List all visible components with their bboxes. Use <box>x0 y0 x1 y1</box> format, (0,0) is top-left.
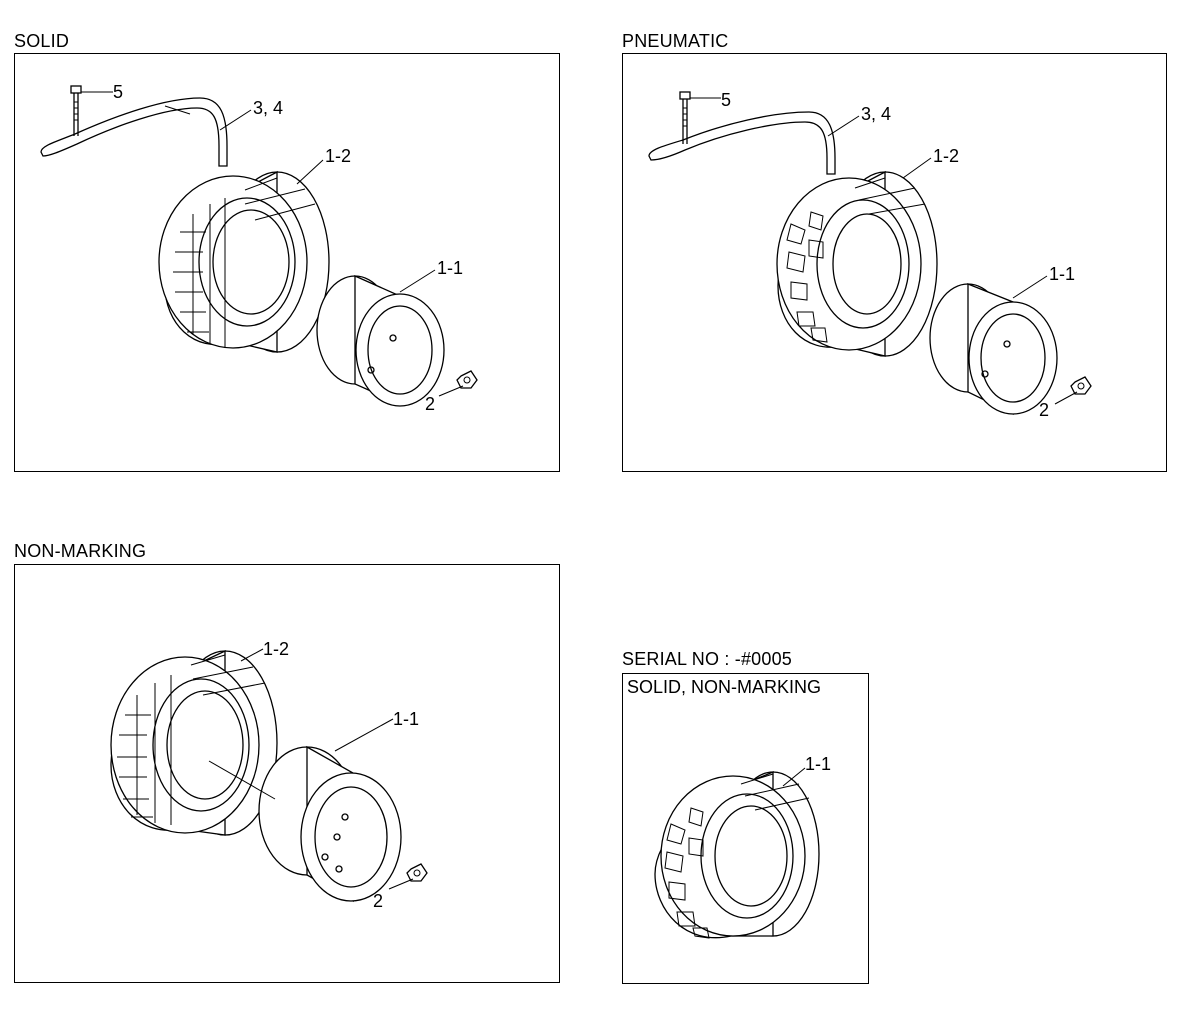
non-marking-section-title: NON-MARKING <box>14 541 147 561</box>
non-marking-callout-rim: 1-1 <box>393 709 419 729</box>
solid-callout-rim: 1-1 <box>437 258 463 278</box>
solid-section-title: SOLID <box>14 31 70 51</box>
bolt-icon <box>70 85 82 136</box>
pneumatic-callout-mudguard: 3, 4 <box>861 104 891 124</box>
solid-diagram-panel: 5 3, 4 1-2 1-1 2 <box>14 53 560 472</box>
solid-exploded-view: 5 3, 4 1-2 1-1 2 <box>40 82 478 414</box>
rim-icon <box>316 274 445 407</box>
pneumatic-callout-rim: 1-1 <box>1049 264 1075 284</box>
tire-icon <box>654 771 820 939</box>
bolt-icon <box>679 91 691 144</box>
pneumatic-callout-bolt: 5 <box>721 90 731 110</box>
solid-callout-tire: 1-2 <box>325 146 351 166</box>
pneumatic-exploded-view: 5 3, 4 1-2 1-1 2 <box>648 90 1092 420</box>
rim-icon <box>258 745 402 903</box>
pneumatic-section-title: PNEUMATIC <box>622 31 729 51</box>
mudguard-icon <box>648 111 836 175</box>
tire-icon <box>776 170 938 357</box>
solid-callout-nut: 2 <box>425 394 435 414</box>
nut-icon <box>406 863 428 882</box>
tire-icon <box>110 649 278 836</box>
tire-icon <box>158 170 330 353</box>
non-marking-exploded-view: 1-2 1-1 2 <box>110 639 428 911</box>
serial-callout-tire: 1-1 <box>805 754 831 774</box>
non-marking-callout-tire: 1-2 <box>263 639 289 659</box>
solid-callout-mudguard: 3, 4 <box>253 98 283 118</box>
solid-callout-bolt: 5 <box>113 82 123 102</box>
pneumatic-diagram-panel: 5 3, 4 1-2 1-1 2 <box>622 53 1167 472</box>
rim-icon <box>929 283 1058 416</box>
pneumatic-callout-tire: 1-2 <box>933 146 959 166</box>
mudguard-icon <box>40 97 228 167</box>
non-marking-callout-nut: 2 <box>373 891 383 911</box>
nut-icon <box>1070 376 1092 395</box>
pneumatic-callout-nut: 2 <box>1039 400 1049 420</box>
non-marking-diagram-panel: 1-2 1-1 2 <box>14 564 560 983</box>
serial-tire-view: 1-1 <box>654 754 831 939</box>
nut-icon <box>456 370 478 389</box>
serial-number-label: SERIAL NO : -#0005 <box>622 649 793 669</box>
serial-panel-title: SOLID, NON-MARKING <box>627 677 822 697</box>
serial-diagram-panel: SOLID, NON-MARKING 1-1 <box>622 673 869 984</box>
